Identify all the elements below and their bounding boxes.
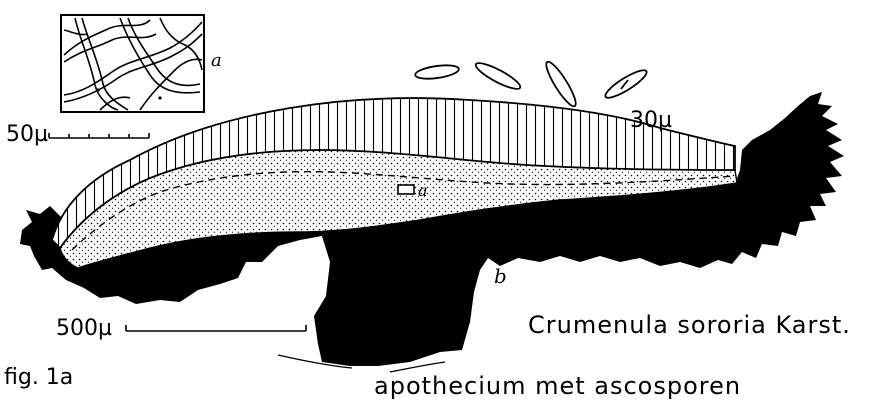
- inset-location-box: [398, 185, 414, 194]
- scale-label-30: 30µ: [630, 110, 672, 132]
- figure-description: apothecium met ascosporen: [374, 374, 741, 398]
- species-name: Crumenula sororia Karst.: [528, 313, 851, 337]
- stalk-marker: b: [494, 266, 507, 286]
- scale-label-50: 50µ: [6, 124, 48, 146]
- scale-label-500: 500µ: [56, 318, 112, 340]
- hyphae-inset: [61, 15, 204, 112]
- figure-label: fig. 1a: [4, 367, 73, 389]
- inset-hyphae-marker: a: [211, 52, 222, 70]
- scale-bar-50: [49, 133, 149, 138]
- scale-bar-500: [126, 325, 306, 331]
- section-marker: a: [418, 183, 428, 199]
